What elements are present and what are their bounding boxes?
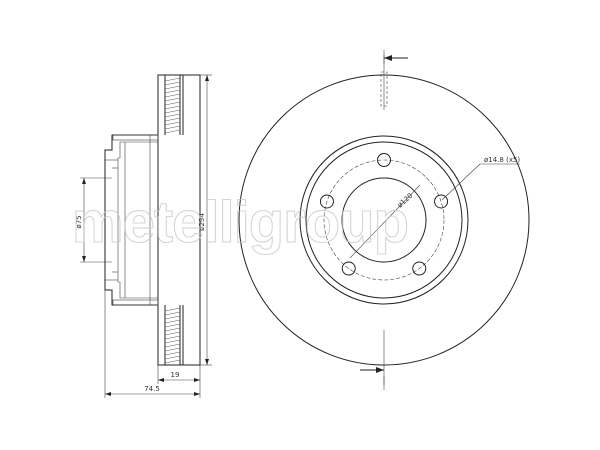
hat-outline (104, 134, 158, 306)
outer-diameter-label: ø294 (198, 213, 206, 231)
friction-inner-circle (299, 135, 469, 305)
hatch-line (164, 335, 181, 340)
bolt-hole (377, 153, 391, 167)
hatch-line (164, 117, 181, 122)
watermark-logo: metelligroup (72, 190, 408, 255)
hatch-line (164, 343, 181, 348)
bolt-hole (319, 194, 334, 209)
bolt-hole-label: ø14.8 (x5) (484, 156, 520, 164)
hatch-line (164, 89, 181, 94)
bolt-hole (434, 194, 449, 209)
top-vent-hatching (164, 75, 184, 135)
hatch-line (164, 331, 181, 336)
hatch-line (164, 93, 181, 98)
hatch-line (164, 97, 181, 102)
disc-rim-outline (157, 74, 201, 366)
hat-outer-circle (305, 141, 463, 299)
side-view: ø75 ø294 74.5 19 (75, 74, 212, 398)
hatch-line (164, 85, 181, 90)
hatch-top (164, 77, 181, 134)
hatch-line (164, 125, 181, 130)
hatch-line (164, 129, 181, 134)
hat-inner-line (117, 141, 158, 299)
bottom-vent-hatching (164, 305, 184, 365)
hatch-line (164, 359, 181, 364)
hatch-line (164, 311, 181, 316)
hatch-line (164, 121, 181, 126)
top-arrow-icon (384, 55, 392, 61)
hatch-line (164, 327, 181, 332)
bolt-hole-leader (441, 163, 481, 201)
hatch-line (164, 319, 181, 324)
hatch-bottom (164, 307, 181, 364)
hatch-line (164, 315, 181, 320)
bolt-hole (412, 261, 427, 276)
hatch-line (164, 101, 181, 106)
disc-thickness-label: 19 (171, 371, 180, 379)
hatch-line (164, 339, 181, 344)
centre-bore-circle (341, 177, 427, 263)
hatch-line (164, 77, 181, 82)
bottom-arrow-icon (376, 367, 384, 373)
pitch-circle (323, 159, 445, 281)
hatch-line (164, 347, 181, 352)
bolt-holes (319, 153, 449, 276)
hatch-line (164, 105, 181, 110)
hub-diameter-label: ø75 (75, 215, 83, 228)
hatch-line (164, 109, 181, 114)
hatch-line (164, 81, 181, 86)
bolt-hole (341, 261, 356, 276)
pitch-circle-leader (349, 184, 421, 259)
hatch-line (164, 323, 181, 328)
hatch-line (164, 351, 181, 356)
total-height-label: 74.5 (144, 385, 160, 393)
hatch-line (164, 307, 181, 312)
hatch-line (164, 113, 181, 118)
hatch-line (164, 355, 181, 360)
